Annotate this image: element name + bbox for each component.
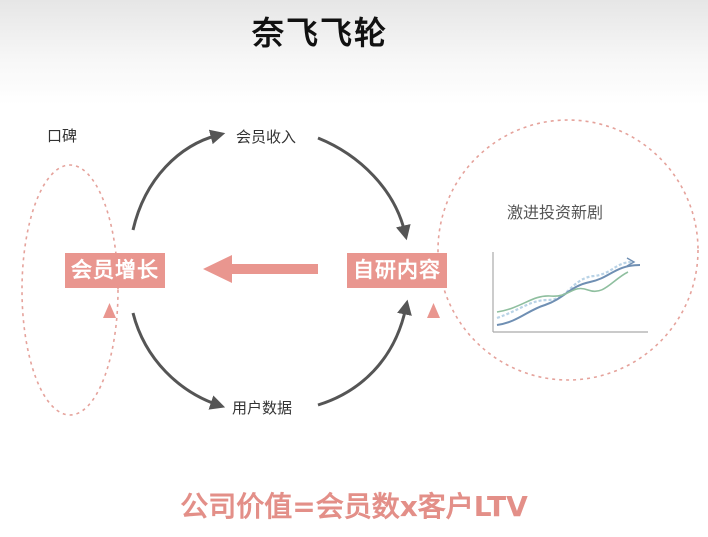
center-arrow-head: [203, 255, 232, 283]
upper-arc-right: [317, 136, 411, 241]
upper-arc-left: [131, 129, 226, 231]
word-of-mouth-label: 口碑: [47, 127, 78, 145]
member-growth-node: 会员增长: [65, 253, 165, 289]
page-title: 奈飞飞轮: [251, 14, 388, 52]
center-arrow-shaft: [228, 264, 318, 274]
growth-chart-icon: [492, 252, 648, 333]
word-of-mouth-arrowhead: [103, 303, 116, 318]
investment-arrowhead: [427, 303, 440, 318]
self-produced-content-node: 自研内容: [347, 253, 447, 289]
lower-arc-right: [317, 299, 412, 407]
user-data-label: 用户数据: [232, 399, 293, 417]
lower-arc-left: [131, 312, 226, 410]
investment-loop: [437, 119, 699, 381]
word-of-mouth-loop: [21, 164, 119, 416]
aggressive-investment-label: 激进投资新剧: [507, 203, 604, 222]
company-value-formula: 公司价值=会员数x客户LTV: [180, 490, 528, 523]
member-revenue-label: 会员收入: [236, 128, 297, 146]
